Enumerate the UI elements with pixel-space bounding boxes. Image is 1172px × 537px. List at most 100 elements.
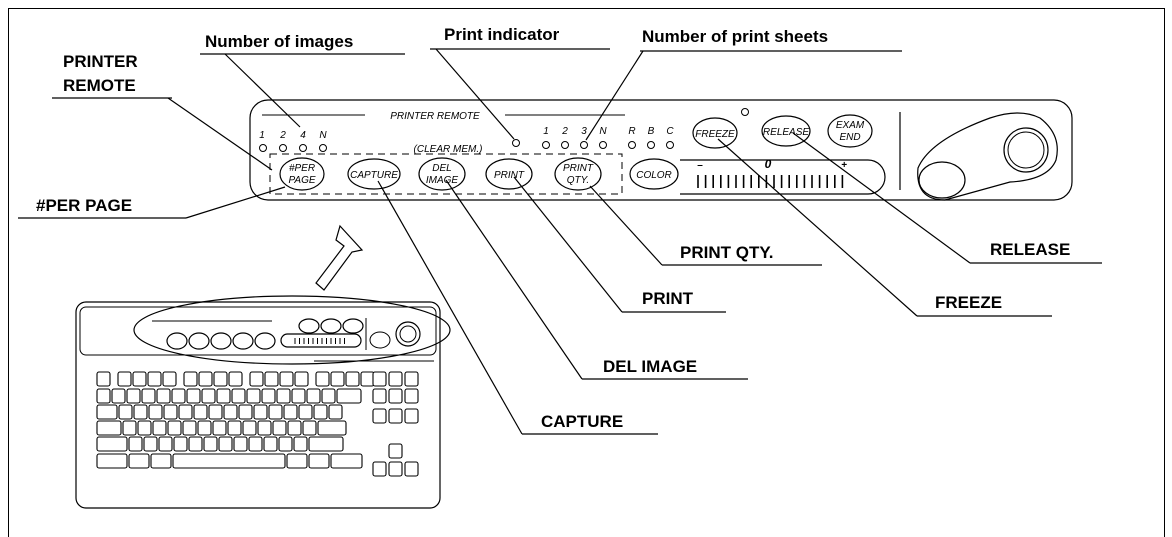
- keyboard-key: [148, 404, 163, 420]
- keyboard-key: [171, 388, 186, 404]
- keyboard-key: [198, 371, 213, 387]
- keyboard-key: [246, 388, 261, 404]
- svg-text:PAGE: PAGE: [288, 175, 315, 186]
- svg-text:PRINT: PRINT: [494, 170, 525, 181]
- color-level-slider[interactable]: – 0 +: [680, 157, 886, 195]
- keyboard-panel-key: [342, 318, 364, 334]
- sheet-count-led: [580, 141, 588, 149]
- keyboard-key: [158, 436, 173, 452]
- svg-text:END: END: [839, 132, 860, 143]
- rbc-c: C: [666, 126, 674, 137]
- keyboard-key: [128, 453, 150, 469]
- callout-print-indicator: Print indicator: [444, 25, 560, 44]
- image-count-indicators: 1 2 4 N: [259, 130, 327, 152]
- slider-ticks: [697, 175, 844, 188]
- print-button[interactable]: PRINT: [485, 158, 533, 190]
- keyboard-key: [404, 408, 419, 424]
- image-count-2: 2: [279, 130, 286, 141]
- keyboard-key: [360, 371, 375, 387]
- scale-minus: –: [697, 160, 703, 171]
- keyboard-body: [75, 301, 441, 509]
- keyboard-keys: [96, 371, 419, 477]
- image-count-led: [299, 144, 307, 152]
- keyboard-key: [208, 404, 223, 420]
- keyboard-key: [193, 404, 208, 420]
- keyboard-key: [388, 371, 403, 387]
- sheet-count-1: 1: [543, 126, 549, 137]
- keyboard-key: [248, 436, 263, 452]
- rbc-led: [628, 141, 636, 149]
- keyboard-panel-slider: [280, 333, 362, 348]
- scale-zero: 0: [765, 157, 772, 171]
- callout-freeze: FREEZE: [935, 293, 1002, 312]
- keyboard-key: [213, 371, 228, 387]
- keyboard-key: [156, 388, 171, 404]
- keyboard-trackball-icon: [395, 321, 421, 347]
- keyboard-key: [223, 404, 238, 420]
- svg-text:FREEZE: FREEZE: [695, 129, 735, 140]
- keyboard-key: [264, 371, 279, 387]
- keyboard-key: [294, 371, 309, 387]
- trackball-ball: [1003, 127, 1049, 173]
- keyboard-key: [388, 443, 403, 459]
- keyboard-key: [143, 436, 158, 452]
- keyboard-key: [233, 436, 248, 452]
- keyboard-key: [126, 388, 141, 404]
- keyboard-key: [242, 420, 257, 436]
- keyboard-key: [313, 404, 328, 420]
- keyboard-key: [286, 453, 308, 469]
- keyboard-key: [173, 436, 188, 452]
- callout-number-of-print-sheets: Number of print sheets: [642, 27, 828, 46]
- scale-plus: +: [841, 160, 847, 171]
- keyboard-key: [321, 388, 336, 404]
- printer-remote-group-box: [269, 153, 623, 195]
- release-button[interactable]: RELEASE: [761, 115, 811, 147]
- capture-button[interactable]: CAPTURE: [347, 158, 401, 190]
- del-image-button[interactable]: DEL IMAGE: [418, 157, 466, 191]
- freeze-led: [741, 108, 749, 116]
- keyboard-key: [263, 436, 278, 452]
- trackball[interactable]: [917, 112, 1058, 201]
- freeze-button[interactable]: FREEZE: [692, 117, 738, 149]
- sheet-count-led: [542, 141, 550, 149]
- keyboard-key: [96, 436, 128, 452]
- keyboard-key: [317, 420, 347, 436]
- rbc-r: R: [628, 126, 635, 137]
- keyboard-key: [388, 408, 403, 424]
- sheet-count-3: 3: [581, 126, 587, 137]
- keyboard-panel-key: [188, 332, 210, 350]
- rbc-b: B: [648, 126, 655, 137]
- callout-number-of-images: Number of images: [205, 32, 353, 51]
- keyboard-illustration: [75, 295, 451, 509]
- keyboard-key: [216, 388, 231, 404]
- keyboard-panel-key: [320, 318, 342, 334]
- callout-per-page: #PER PAGE: [36, 196, 132, 215]
- keyboard-key: [197, 420, 212, 436]
- per-page-button[interactable]: #PER PAGE: [279, 157, 325, 191]
- keyboard-key: [388, 388, 403, 404]
- print-qty-button[interactable]: PRINT QTY.: [554, 157, 602, 191]
- figure-border: [8, 8, 1165, 537]
- callout-print: PRINT: [642, 289, 694, 308]
- trackball-button[interactable]: [918, 161, 966, 199]
- keyboard-key: [188, 436, 203, 452]
- keyboard-panel-keys: [166, 318, 364, 350]
- keyboard-key: [345, 371, 360, 387]
- keyboard-panel-key: [232, 332, 254, 350]
- keyboard-key: [182, 420, 197, 436]
- keyboard-key: [279, 371, 294, 387]
- sheet-count-2: 2: [561, 126, 568, 137]
- keyboard-key: [261, 388, 276, 404]
- keyboard-key: [141, 388, 156, 404]
- color-button[interactable]: COLOR: [629, 158, 679, 190]
- keyboard-key: [276, 388, 291, 404]
- keyboard-key: [203, 436, 218, 452]
- keyboard-key: [306, 388, 321, 404]
- image-count-1: 1: [259, 130, 265, 141]
- keyboard-key: [315, 371, 330, 387]
- keyboard-key: [96, 420, 122, 436]
- sheet-count-led: [599, 141, 607, 149]
- exam-end-button[interactable]: EXAM END: [827, 114, 873, 148]
- keyboard-key: [404, 371, 419, 387]
